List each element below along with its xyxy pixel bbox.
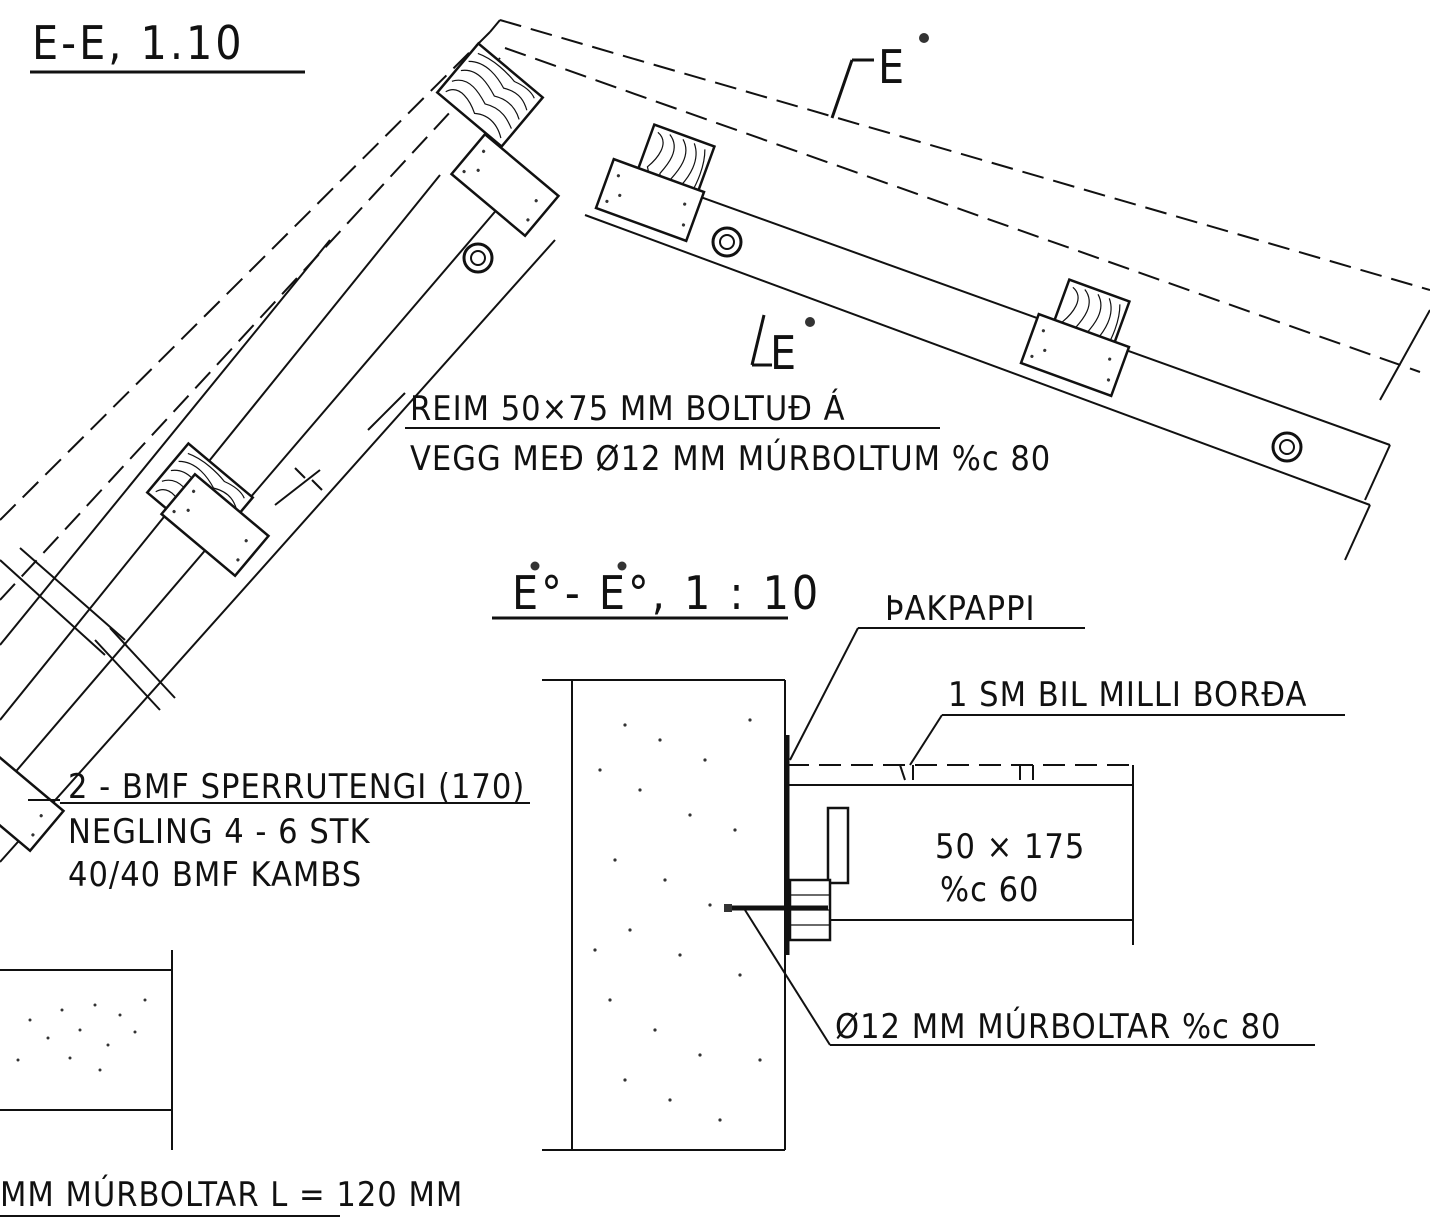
section-a-drawing [0,19,1430,1217]
board-gap-note: 1 SM BIL MILLI BORÐA [948,675,1308,715]
bottom-left-speckle [16,998,147,1072]
strap-note-line2: VEGG MEÐ Ø12 MM MÚRBOLTUM %c 80 [410,439,1052,479]
hanger-note-line2: NEGLING 4 - 6 STK [68,812,371,852]
joist-spacing-label: %c 60 [940,870,1040,910]
strap-note-line1: REIM 50×75 MM BOLTUÐ Á [410,389,846,429]
joist-size-label: 50 × 175 [935,827,1086,867]
section-marker-upper: E [878,40,908,94]
roofing-note: ÞAKPAPPI [885,589,1036,629]
hanger-note-line1: 2 - BMF SPERRUTENGI (170) [68,767,526,807]
hanger-note-line3: 40/40 BMF KAMBS [68,855,363,895]
wall-speckle [593,718,762,1122]
section-a-title: E-E, 1.10 [32,16,245,70]
section-marker-lower: E [770,326,800,380]
section-b-title: E°- E°, 1 : 10 [512,566,822,620]
section-b-drawing [492,561,1345,1151]
anchor-bolt-note: Ø12 MM MÚRBOLTAR %c 80 [835,1007,1282,1047]
bottom-bolt-note: MM MÚRBOLTAR L = 120 MM [0,1175,464,1215]
